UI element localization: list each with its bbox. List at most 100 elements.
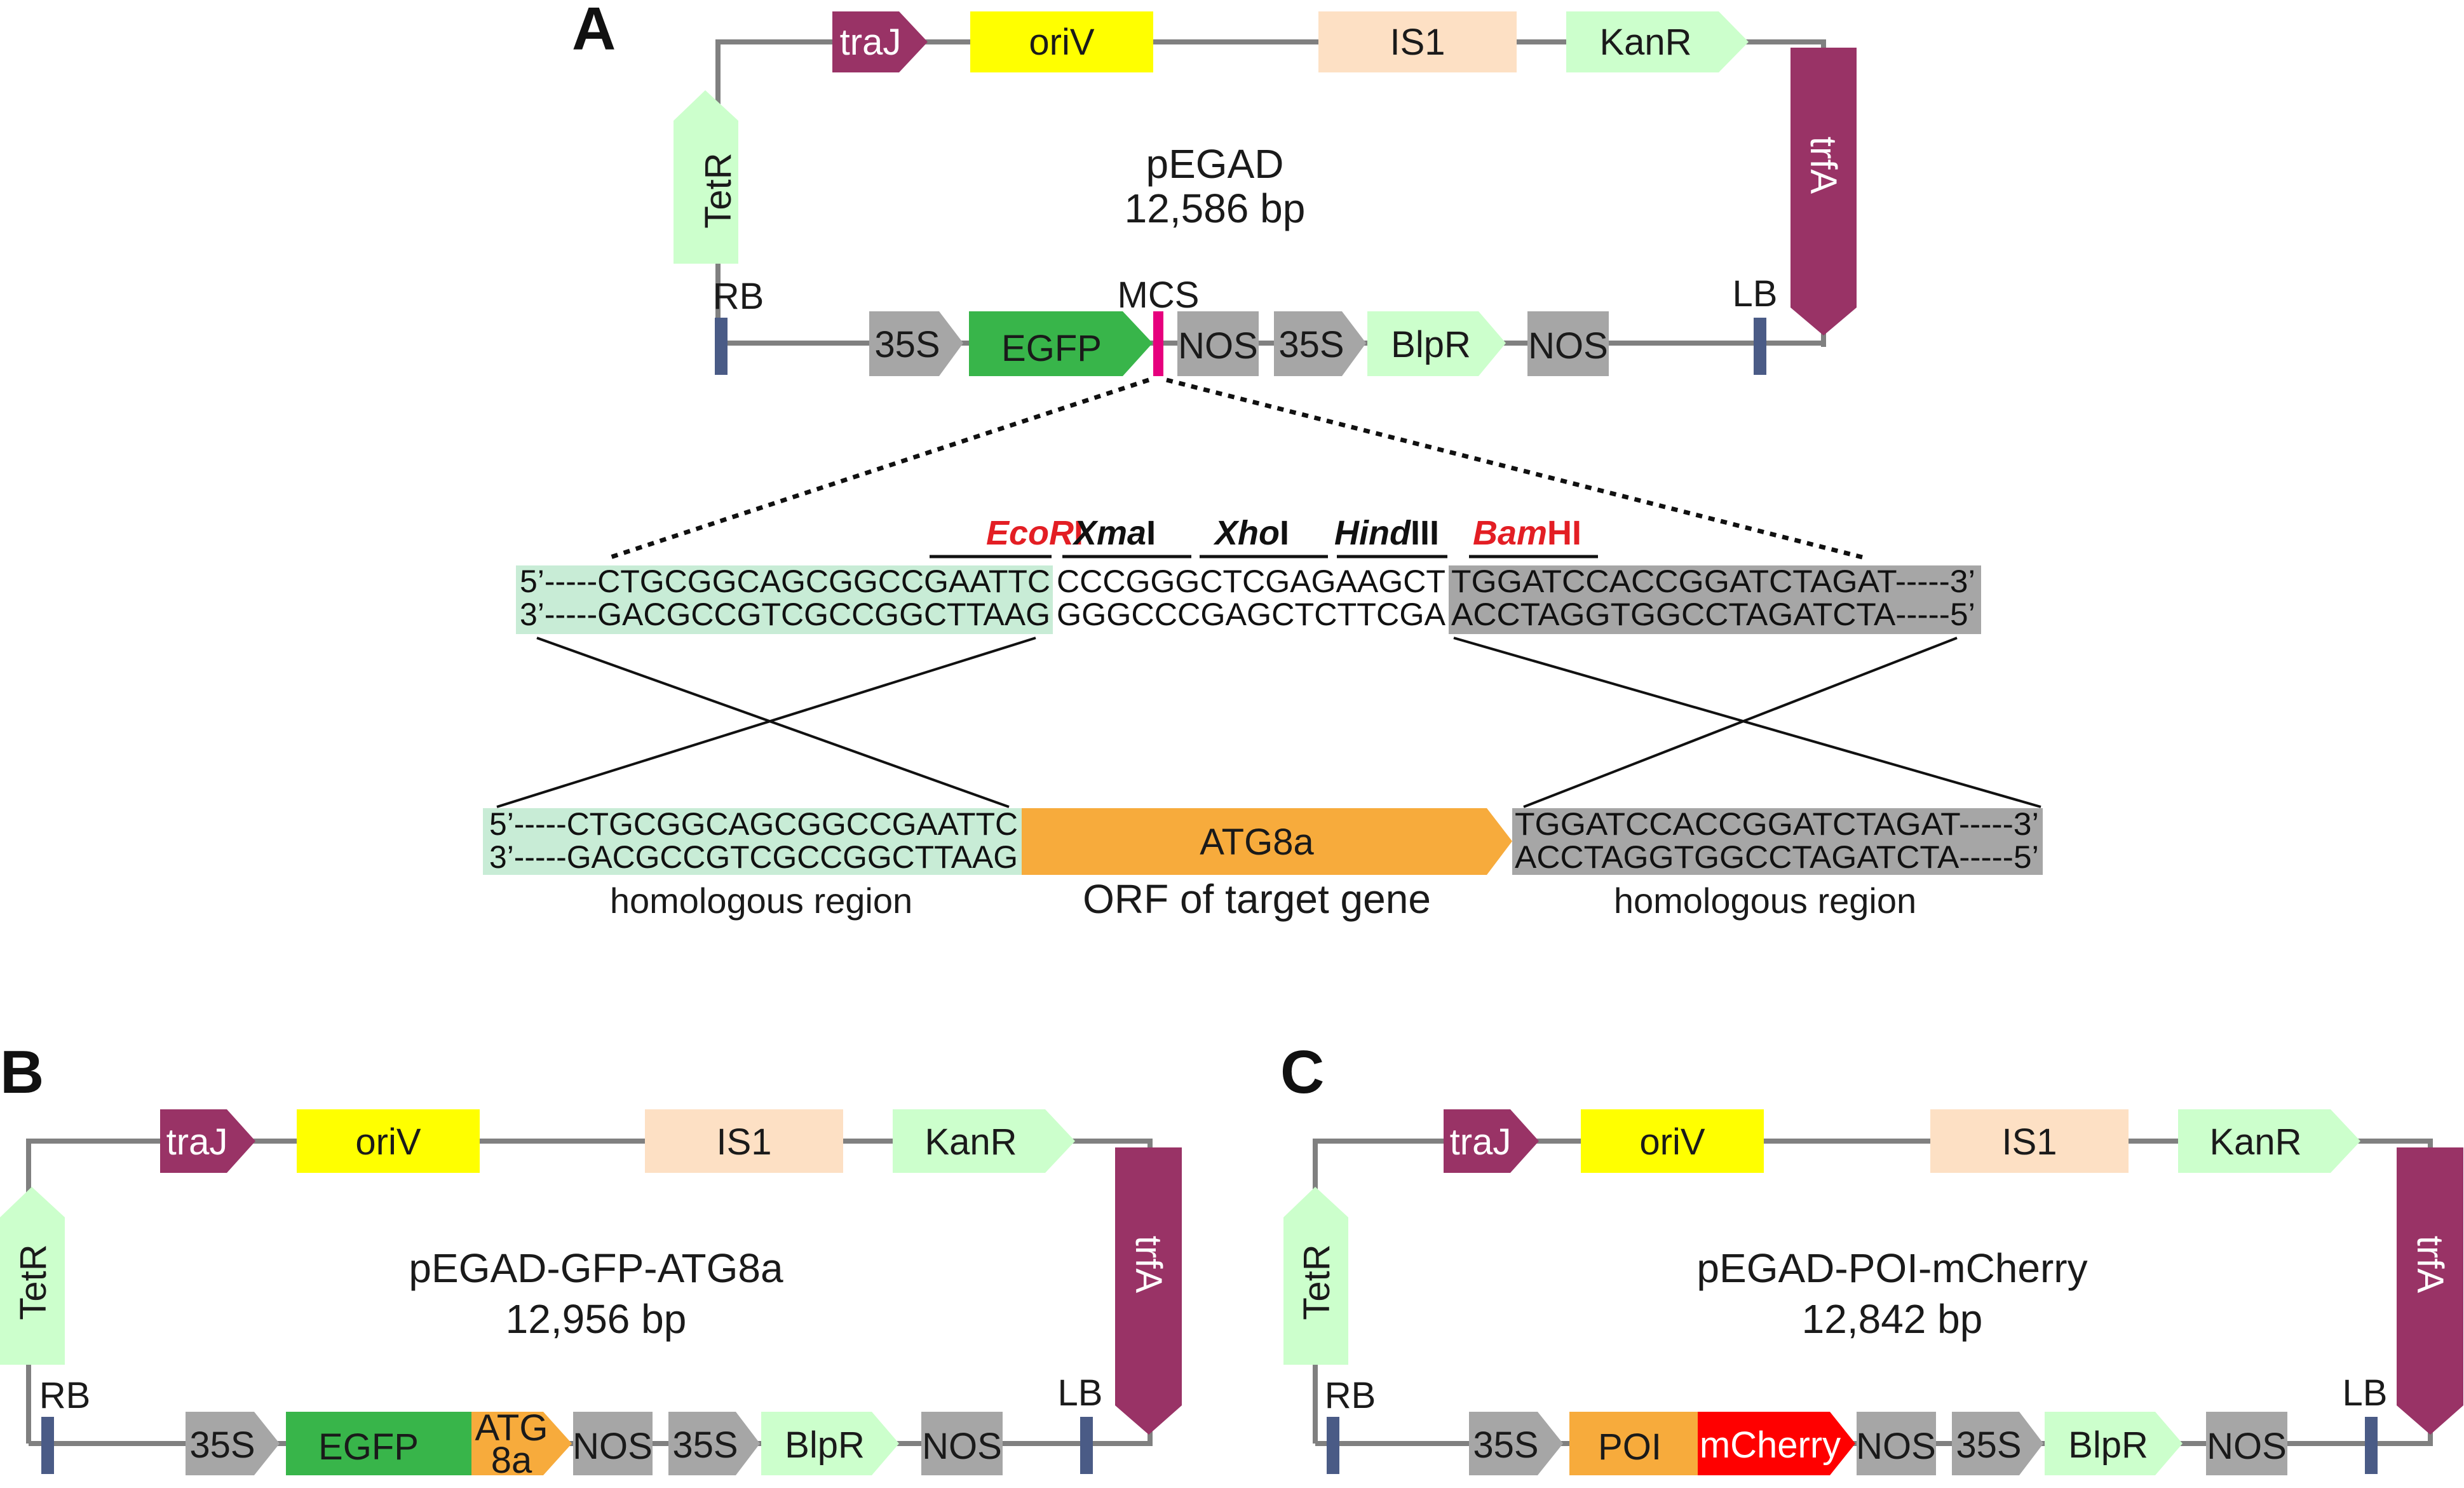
svg-text:KanR: KanR [924, 1121, 1017, 1163]
svg-text:TetR: TetR [1296, 1244, 1337, 1320]
svg-text:NOS: NOS [2207, 1426, 2287, 1467]
svg-text:TetR: TetR [13, 1244, 54, 1320]
insert-homology-right-box [1512, 808, 2043, 875]
panel-a-mcs-label: MCS [1118, 274, 1200, 316]
svg-text:POI: POI [1598, 1426, 1662, 1468]
panel-b-oriv: oriV [297, 1109, 480, 1173]
svg-text:EGFP: EGFP [1001, 328, 1102, 369]
caption-homologous-right: homologous region [1614, 881, 1916, 921]
mcs-bottom-left: 3’-----GACGCCGTCGCCGGCTTAAG [520, 597, 1050, 632]
caption-orf: ORF of target gene [1083, 876, 1431, 922]
panel-b-plasmid-size: 12,956 bp [506, 1296, 687, 1342]
panel-b-blpr: BlpR [761, 1412, 899, 1475]
svg-text:trfA: trfA [1803, 137, 1844, 194]
panel-b-egfp: EGFP [286, 1412, 471, 1475]
svg-text:NOS: NOS [922, 1426, 1002, 1467]
panel-a-nos-2: NOS [1527, 311, 1609, 376]
enzyme-xmai: XmaI [1072, 514, 1156, 552]
crossover-right-b [1523, 637, 1958, 808]
insert-atg8a-orf: ATG8a [1022, 808, 1512, 875]
panel-a-35s-1: 35S [869, 311, 963, 376]
caption-homologous-left: homologous region [610, 881, 912, 921]
zoom-line-left [607, 377, 1150, 560]
insert-left-top: 5’-----CTGCGGCAGCGGCCGAATTC [489, 806, 1018, 842]
svg-text:oriV: oriV [1639, 1121, 1705, 1163]
enzyme-hindiii: HindIII [1334, 514, 1439, 552]
mcs-bottom-right: ACCTAGGTGGCCTAGATCTA-----5’ [1451, 597, 1975, 632]
panel-a-plasmid-name: pEGAD [1146, 141, 1284, 187]
panel-a-is1: IS1 [1318, 11, 1517, 72]
panel-c-lb-label: LB [2343, 1372, 2388, 1414]
svg-text:35S: 35S [1278, 324, 1344, 365]
panel-a-lb-marker [1754, 318, 1766, 375]
mcs-homology-right-box [1449, 565, 1981, 634]
panel-c-trfa: trfA [2397, 1147, 2463, 1435]
svg-text:NOS: NOS [1856, 1426, 1936, 1467]
panel-b-lb-label: LB [1058, 1372, 1103, 1414]
mcs-top-left: 5’-----CTGCGGCAGCGGCCGAATTC [520, 564, 1050, 599]
panel-c-poi: POI [1569, 1412, 1698, 1475]
svg-text:EGFP: EGFP [318, 1426, 419, 1468]
svg-text:35S: 35S [1956, 1424, 2021, 1466]
svg-text:35S: 35S [1473, 1424, 1538, 1466]
panel-b-is1: IS1 [645, 1109, 843, 1173]
panel-b: B traJ oriV IS1 KanR TetR trfA RB [0, 1038, 1182, 1481]
crossover-right-a [1453, 637, 2041, 808]
panel-c-blpr: BlpR [2045, 1412, 2183, 1475]
svg-text:mCherry: mCherry [1700, 1424, 1841, 1466]
panel-b-letter: B [0, 1038, 44, 1106]
svg-text:IS1: IS1 [1390, 22, 1445, 63]
insert-right-top: TGGATCCACCGGATCTAGAT-----3’ [1515, 806, 2039, 842]
svg-text:oriV: oriV [355, 1121, 421, 1163]
panel-b-rb-marker [41, 1417, 54, 1474]
panel-a-trfa: trfA [1790, 48, 1857, 335]
panel-a-mcs [1153, 311, 1163, 376]
panel-b-atg8a: ATG 8a [471, 1407, 572, 1481]
insert-right-bottom: ACCTAGGTGGCCTAGATCTA-----5’ [1515, 839, 2039, 875]
panel-c: C traJ oriV IS1 KanR TetR trfA RB [1280, 1038, 2463, 1475]
crossover-left-b [496, 637, 1036, 808]
zoom-line-right [1166, 377, 1865, 560]
svg-text:traJ: traJ [1450, 1121, 1512, 1163]
mcs-bottom-mid: GGGCCCGAGCTCTTCGA [1057, 597, 1446, 632]
svg-text:trfA: trfA [1128, 1236, 1169, 1294]
svg-text:BlpR: BlpR [2068, 1424, 2148, 1466]
panel-b-backbone-top [26, 1139, 1153, 1444]
panel-a-oriv: oriV [970, 11, 1153, 72]
insert-left-bottom: 3’-----GACGCCGTCGCCGGCTTAAG [489, 839, 1018, 875]
panel-c-is1: IS1 [1930, 1109, 2129, 1173]
svg-text:ATG: ATG [475, 1407, 548, 1449]
panel-b-rb-label: RB [39, 1375, 91, 1416]
svg-text:traJ: traJ [166, 1121, 228, 1163]
panel-c-plasmid-name: pEGAD-POI-mCherry [1696, 1245, 2087, 1291]
panel-a-rb-marker [715, 318, 728, 375]
svg-text:ATG8a: ATG8a [1200, 822, 1314, 863]
panel-a-nos-1: NOS [1177, 311, 1259, 376]
mcs-top-mid: CCCGGGCTCGAGAAGCT [1057, 564, 1445, 599]
mcs-top-right: TGGATCCACCGGATCTAGAT-----3’ [1451, 564, 1975, 599]
panel-c-nos-1: NOS [1856, 1412, 1936, 1475]
svg-text:BlpR: BlpR [1391, 324, 1471, 365]
panel-c-tetr: TetR [1283, 1187, 1348, 1365]
mcs-homology-left-box [516, 565, 1053, 634]
svg-text:35S: 35S [189, 1424, 255, 1466]
enzyme-bamhi: BamHI [1473, 514, 1581, 552]
insert-homology-left-box [483, 808, 1022, 875]
svg-text:NOS: NOS [1528, 325, 1608, 367]
svg-text:35S: 35S [672, 1424, 738, 1466]
panel-b-nos-1: NOS [572, 1412, 653, 1475]
panel-b-nos-2: NOS [921, 1412, 1003, 1475]
mcs-detail: EcoRI XmaI XhoI HindIII BamHI 5’-----CTG… [483, 377, 2043, 922]
panel-c-plasmid-size: 12,842 bp [1802, 1296, 1983, 1342]
enzyme-xhoi: XhoI [1213, 514, 1289, 552]
svg-text:TetR: TetR [698, 152, 739, 228]
svg-text:oriV: oriV [1029, 22, 1094, 63]
panel-c-mcherry: mCherry [1698, 1412, 1855, 1475]
svg-text:trfA: trfA [2409, 1236, 2451, 1294]
panel-b-traj: traJ [160, 1109, 255, 1173]
svg-text:BlpR: BlpR [785, 1424, 865, 1466]
enzyme-ecori: EcoRI [986, 514, 1083, 552]
panel-b-tetr: TetR [0, 1187, 65, 1365]
svg-text:KanR: KanR [2209, 1121, 2301, 1163]
